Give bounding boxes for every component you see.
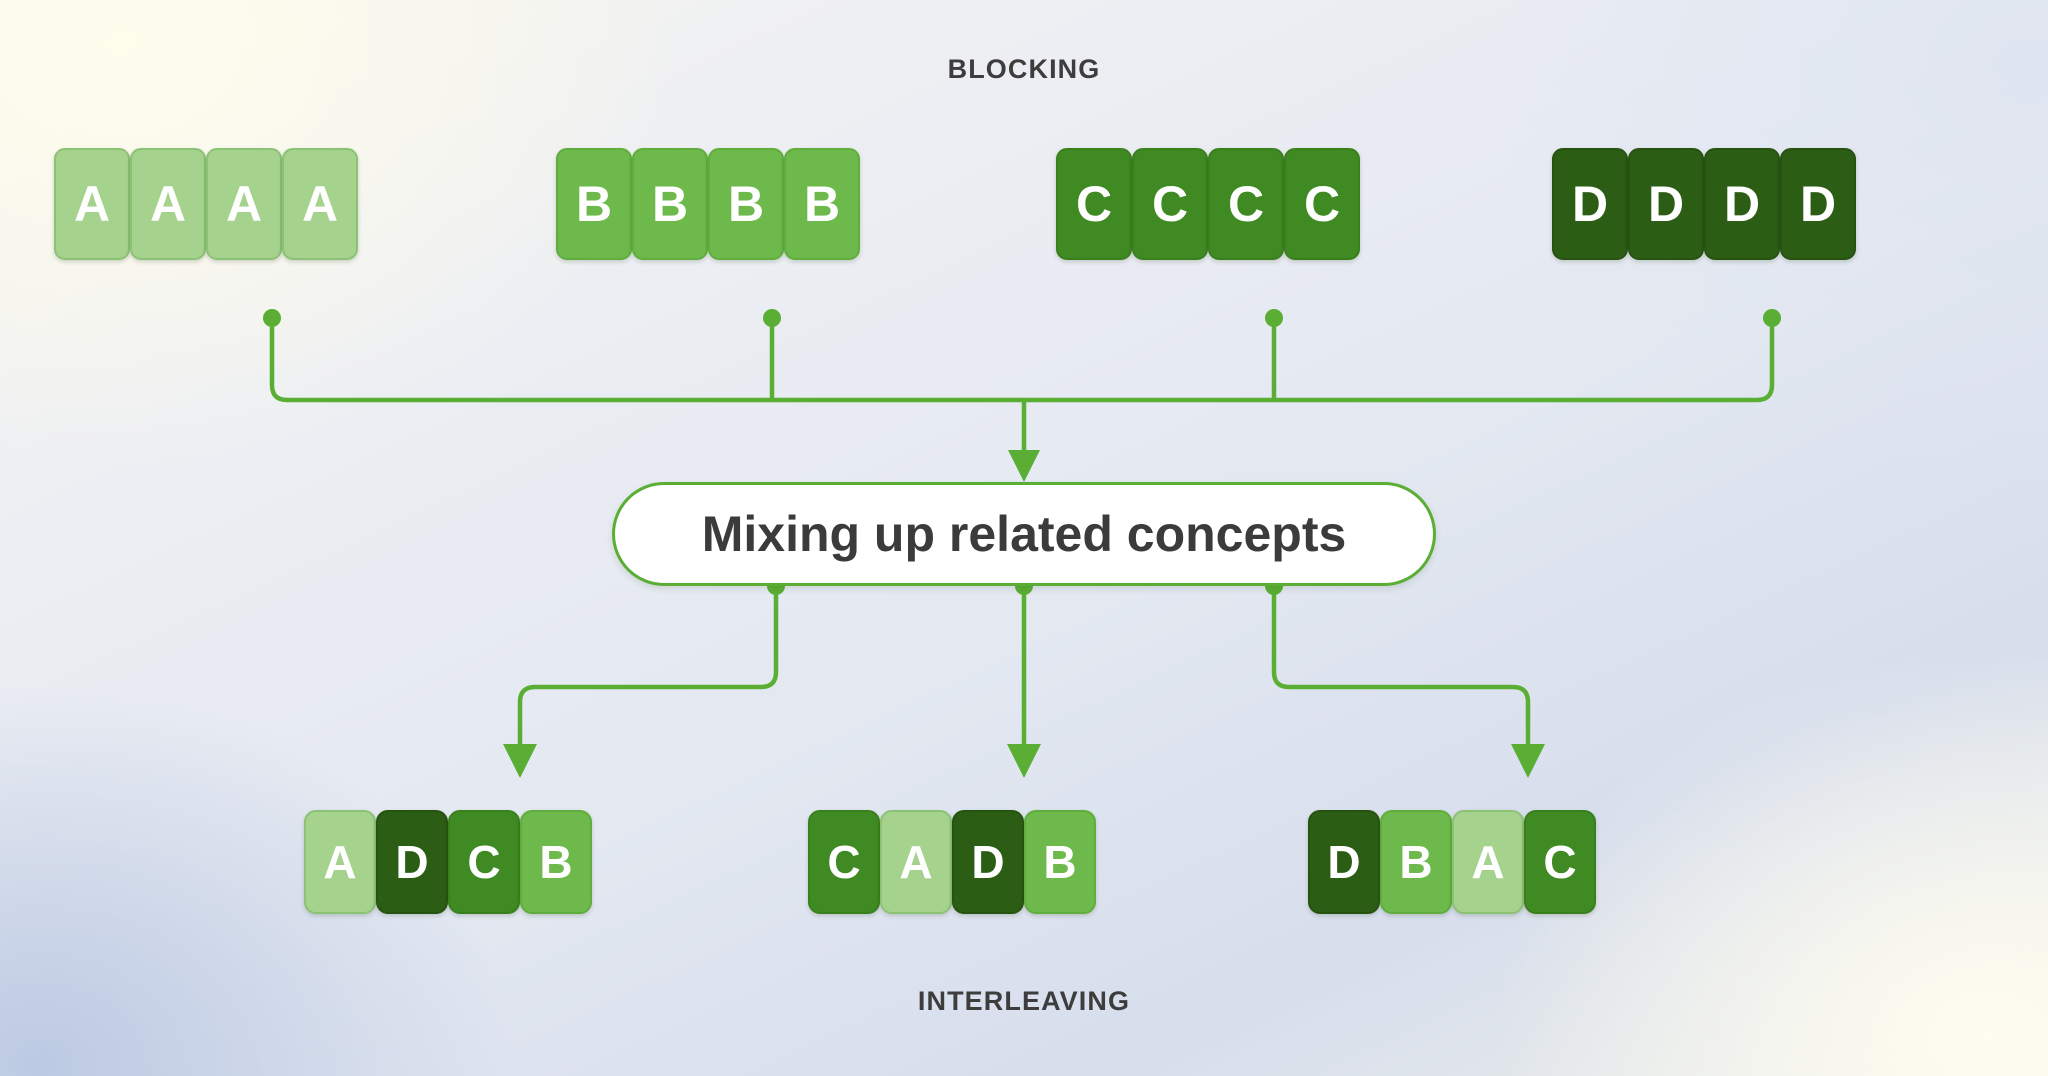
tile[interactable]: B (520, 810, 592, 914)
tile[interactable]: C (1524, 810, 1596, 914)
interleaving-caption: INTERLEAVING (917, 986, 1131, 1016)
tile[interactable]: D (376, 810, 448, 914)
tile[interactable]: A (880, 810, 952, 914)
connector-dot-c (1265, 309, 1283, 327)
tile[interactable]: B (1380, 810, 1452, 914)
concept-pill-label: Mixing up related concepts (701, 506, 1347, 562)
tile[interactable]: D (1308, 810, 1380, 914)
tile[interactable]: A (1452, 810, 1524, 914)
arrow-to-group-3 (1511, 744, 1545, 778)
tile[interactable]: B (784, 148, 860, 260)
tile[interactable]: C (1284, 148, 1360, 260)
tile[interactable]: A (54, 148, 130, 260)
connector-line-out-3 (1271, 586, 1531, 750)
arrow-to-group-2 (1007, 744, 1041, 778)
tile[interactable]: A (304, 810, 376, 914)
tile[interactable]: C (1208, 148, 1284, 260)
arrow-into-pill (1008, 450, 1040, 482)
tile[interactable]: B (556, 148, 632, 260)
tile[interactable]: B (632, 148, 708, 260)
blocking-caption: BLOCKING (947, 54, 1101, 84)
tile[interactable]: C (808, 810, 880, 914)
tile[interactable]: B (708, 148, 784, 260)
tile[interactable]: D (1704, 148, 1780, 260)
concept-pill[interactable]: Mixing up related concepts (612, 482, 1436, 586)
tile[interactable]: D (952, 810, 1024, 914)
tile[interactable]: C (1056, 148, 1132, 260)
tile[interactable]: A (130, 148, 206, 260)
connector-dot-d (1763, 309, 1781, 327)
connector-line-out-1 (517, 586, 779, 750)
tile[interactable]: D (1628, 148, 1704, 260)
tile[interactable]: D (1552, 148, 1628, 260)
tile[interactable]: B (1024, 810, 1096, 914)
tile[interactable]: D (1780, 148, 1856, 260)
connector-dot-b (763, 309, 781, 327)
connector-line-a (269, 318, 1024, 403)
tile[interactable]: A (282, 148, 358, 260)
connector-line-d (1024, 318, 1775, 403)
arrow-to-group-1 (503, 744, 537, 778)
tile[interactable]: C (1132, 148, 1208, 260)
tile[interactable]: C (448, 810, 520, 914)
tile[interactable]: A (206, 148, 282, 260)
connector-dot-a (263, 309, 281, 327)
